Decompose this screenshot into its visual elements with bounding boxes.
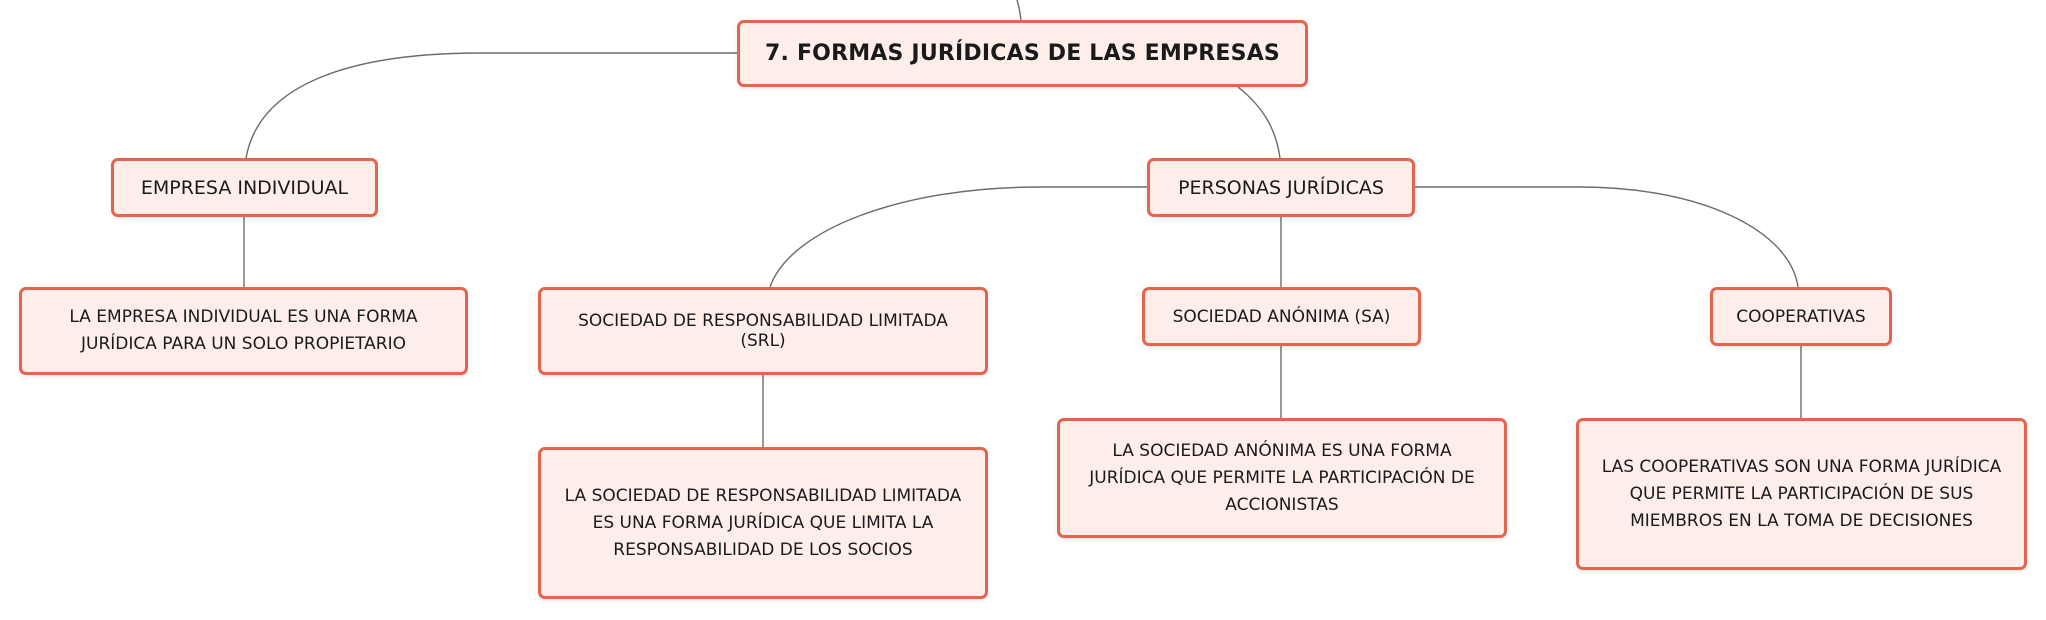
empresa-individual-label: EMPRESA INDIVIDUAL [140,176,349,199]
empresa-individual-description: LA EMPRESA INDIVIDUAL ES UNA FORMA JURÍD… [69,307,418,354]
srl-label: SOCIEDAD DE RESPONSABILIDAD LIMITADA (SR… [578,311,948,351]
personas-juridicas-label: PERSONAS JURÍDICAS [1178,176,1384,199]
root-node-label: 7. FORMAS JURÍDICAS DE LAS EMPRESAS [765,41,1280,66]
cooperativas-node[interactable]: COOPERATIVAS [1710,287,1892,346]
sa-description: LA SOCIEDAD ANÓNIMA ES UNA FORMA JURÍDIC… [1089,440,1475,515]
sa-description-node[interactable]: LA SOCIEDAD ANÓNIMA ES UNA FORMA JURÍDIC… [1057,418,1507,538]
cooperativas-description-node[interactable]: LAS COOPERATIVAS SON UNA FORMA JURÍDICA … [1576,418,2027,570]
connector-root-to-empresa-individual [245,52,737,159]
connector-personas-juridicas-to-cooperativas [1415,186,1799,288]
connector-root-to-personas-juridicas [1237,86,1281,159]
personas-juridicas-node[interactable]: PERSONAS JURÍDICAS [1147,158,1415,217]
empresa-individual-node[interactable]: EMPRESA INDIVIDUAL [111,158,378,217]
connector-root-incoming [1016,0,1022,21]
connector-personas-juridicas-to-srl [769,186,1147,288]
empresa-individual-description-node[interactable]: LA EMPRESA INDIVIDUAL ES UNA FORMA JURÍD… [19,287,468,375]
sa-node[interactable]: SOCIEDAD ANÓNIMA (SA) [1142,287,1421,346]
sa-label: SOCIEDAD ANÓNIMA (SA) [1172,306,1391,327]
cooperativas-description: LAS COOPERATIVAS SON UNA FORMA JURÍDICA … [1601,456,2002,531]
srl-description: LA SOCIEDAD DE RESPONSABILIDAD LIMITADA … [564,485,962,560]
root-node[interactable]: 7. FORMAS JURÍDICAS DE LAS EMPRESAS [737,20,1308,87]
cooperativas-label: COOPERATIVAS [1736,306,1866,327]
srl-description-node[interactable]: LA SOCIEDAD DE RESPONSABILIDAD LIMITADA … [538,447,988,599]
srl-node[interactable]: SOCIEDAD DE RESPONSABILIDAD LIMITADA (SR… [538,287,988,375]
